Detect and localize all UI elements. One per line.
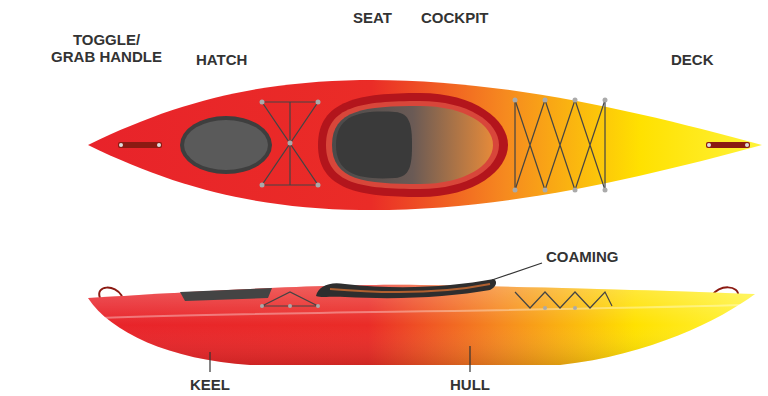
part-label: HATCH <box>196 51 247 68</box>
part-label: COCKPIT <box>421 9 489 26</box>
part-label: KEEL <box>190 376 230 393</box>
part-label: SEAT <box>353 9 392 26</box>
kayak-top-view <box>88 80 762 210</box>
part-label: TOGGLE/ GRAB HANDLE <box>49 31 164 65</box>
part-label: HULL <box>450 376 490 393</box>
leader-lines <box>210 263 542 372</box>
part-label: DECK <box>671 51 714 68</box>
kayak-side-view <box>88 279 755 365</box>
part-label: COAMING <box>546 248 619 265</box>
